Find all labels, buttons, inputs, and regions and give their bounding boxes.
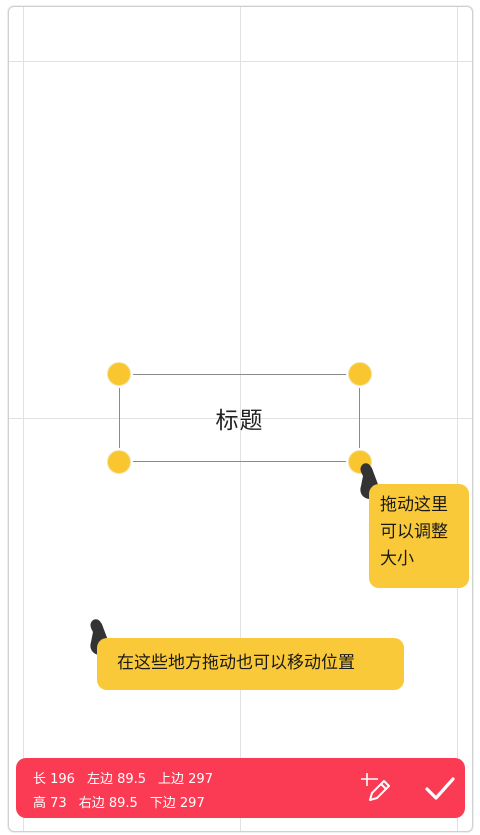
pencil-edit-icon [361,773,390,801]
right-margin-value: 右边 89.5 [78,796,138,811]
move-tooltip: 在这些地方拖动也可以移动位置 [97,638,404,690]
measurement-row-2: 高 73 右边 89.5 下边 297 [33,792,205,811]
resize-tooltip-line-3: 大小 [380,549,414,569]
move-tooltip-text: 在这些地方拖动也可以移动位置 [117,653,355,673]
title-element-text: 标题 [215,408,264,434]
left-margin-value: 左边 89.5 [86,772,147,787]
guide-line-center-vertical [240,7,241,831]
resize-tooltip-line-2: 可以调整 [380,522,448,542]
guide-line-right [457,7,458,831]
height-value: 高 73 [33,796,67,811]
resize-tooltip: 拖动这里 可以调整 大小 [369,484,469,588]
resize-handle-top-right[interactable] [348,362,372,386]
resize-handle-top-left[interactable] [107,362,131,386]
measurement-toolbar: 长 196 左边 89.5 上边 297 高 73 右边 89.5 下边 297 [16,758,465,818]
bottom-margin-value: 下边 297 [149,796,205,811]
guide-line-top [9,61,472,62]
confirm-button[interactable] [422,770,458,806]
resize-handle-bottom-left[interactable] [107,450,131,474]
checkmark-icon [425,777,455,800]
top-margin-value: 上边 297 [158,772,213,787]
guide-line-center-horizontal [9,418,472,419]
edit-button[interactable] [357,770,393,806]
selected-title-element[interactable]: 标题 [119,374,360,462]
resize-tooltip-line-1: 拖动这里 [380,495,448,515]
guide-line-left [23,7,24,831]
canvas-frame[interactable]: 标题 拖动这里 可以调整 大小 在这些地方拖动也可以移动位置 长 196 左边 … [8,6,473,832]
measurement-row-1: 长 196 左边 89.5 上边 297 [33,768,213,787]
length-value: 长 196 [33,772,75,787]
